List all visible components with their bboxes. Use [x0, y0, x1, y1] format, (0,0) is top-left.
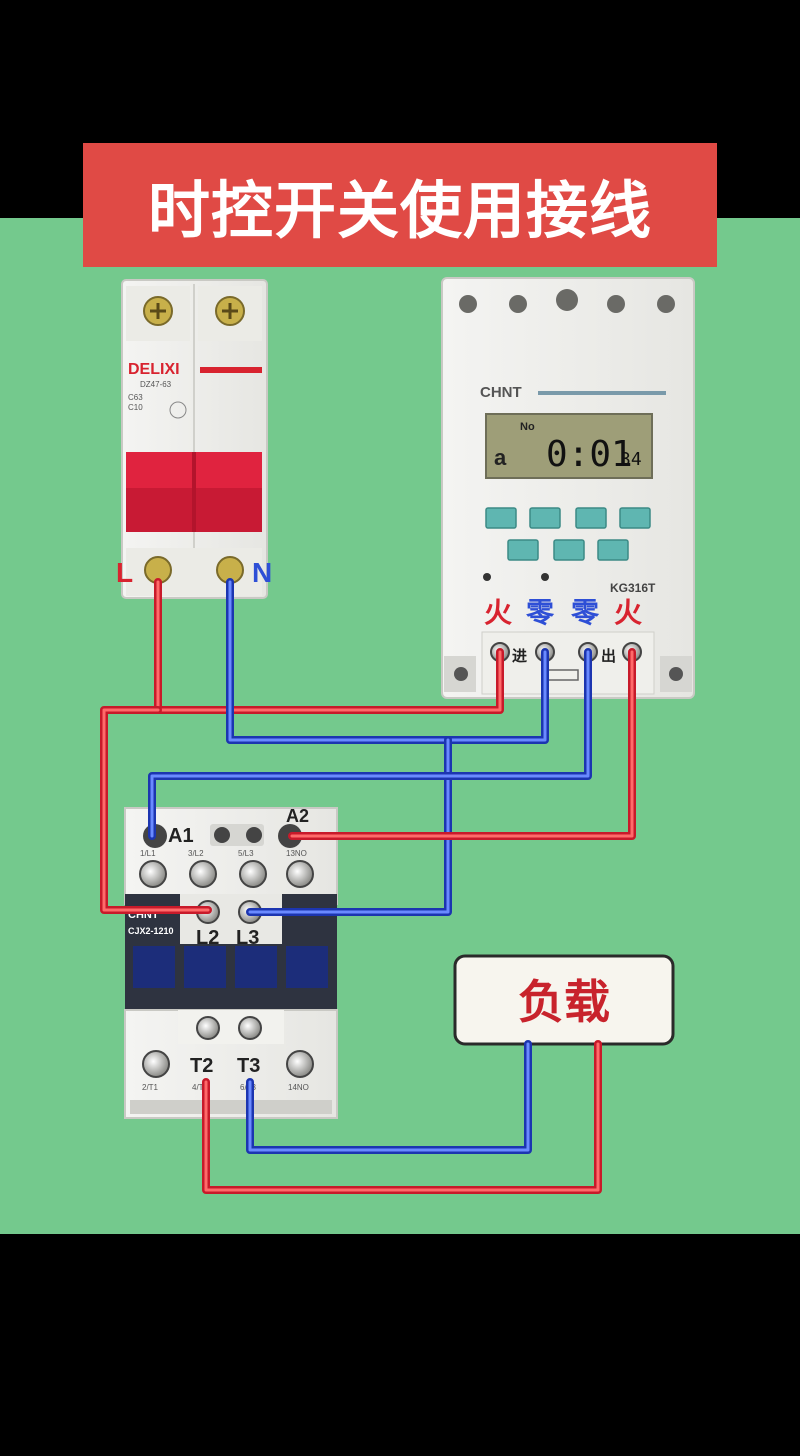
live-wire-input — [100, 578, 504, 914]
terminal-screw-icon — [286, 1050, 314, 1078]
load-label: 负载 — [518, 975, 610, 1029]
ac-contactor: A1 A2 1/L1 3/L2 5/L3 13NO CHNT CJX2-1210… — [124, 806, 338, 1119]
contactor-l2-label: L2 — [196, 927, 219, 949]
breaker-l-label: L — [116, 557, 133, 588]
timer-brand: CHNT — [480, 384, 522, 401]
lcd-time: 0:01 — [546, 434, 633, 475]
lcd-seconds: 34 — [620, 449, 642, 470]
contactor-bottom-label-4: 14NO — [288, 1083, 309, 1092]
breaker-model: DZ47-63 — [140, 380, 172, 389]
terminal-screw-icon — [142, 1050, 170, 1078]
time-switch: CHNT No a 0:01 34 KG316T 火 零 零 火 进 出 — [441, 277, 695, 699]
contactor-top-label-3: 5/L3 — [238, 849, 254, 858]
timer-model: KG316T — [610, 581, 656, 595]
contactor-t3-label: T3 — [237, 1055, 260, 1077]
load-box: 负载 — [453, 954, 675, 1046]
timer-button[interactable] — [485, 507, 517, 529]
timer-button[interactable] — [575, 507, 607, 529]
breaker-brand: DELIXI — [128, 361, 180, 378]
terminal-screw-icon — [238, 1016, 262, 1040]
indicator-led-icon — [541, 573, 549, 581]
timer-button[interactable] — [597, 539, 629, 561]
timer-terminal-label-3: 零 — [571, 596, 600, 629]
indicator-led-icon — [483, 573, 491, 581]
wires — [100, 578, 636, 1194]
timer-terminal-label-1: 火 — [484, 596, 512, 629]
contactor-model: CJX2-1210 — [128, 926, 174, 936]
live-wire-load — [202, 1040, 602, 1194]
neutral-wire-coil — [148, 648, 592, 840]
contactor-bottom-label-1: 2/T1 — [142, 1083, 159, 1092]
terminal-screw-icon — [239, 860, 267, 888]
timer-button[interactable] — [507, 539, 539, 561]
contactor-top-label-1: 1/L1 — [140, 849, 156, 858]
title-banner: 时控开关使用接线 — [83, 143, 717, 267]
terminal-screw-icon — [196, 1016, 220, 1040]
timer-button[interactable] — [619, 507, 651, 529]
terminal-screw-icon — [139, 860, 167, 888]
contactor-a2-label: A2 — [286, 806, 309, 826]
contactor-a1-label: A1 — [168, 825, 194, 847]
timer-out-label: 出 — [601, 647, 616, 665]
terminal-screw-icon — [189, 860, 217, 888]
breaker-n-label: N — [252, 557, 272, 588]
breaker-spec1: C63 — [128, 393, 143, 402]
contactor-l3-label: L3 — [236, 927, 259, 949]
page-title: 时控开关使用接线 — [147, 174, 652, 247]
contactor-t2-label: T2 — [190, 1055, 213, 1077]
circuit-breaker: DELIXI DZ47-63 C63 C10 L N — [116, 279, 272, 599]
contactor-top-label-2: 3/L2 — [188, 849, 204, 858]
timer-button[interactable] — [553, 539, 585, 561]
timer-button[interactable] — [529, 507, 561, 529]
timer-terminal-label-4: 火 — [614, 596, 642, 629]
contactor-bottom-label-2: 4/T2 — [192, 1083, 209, 1092]
contactor-top-label-4: 13NO — [286, 849, 307, 858]
breaker-spec2: C10 — [128, 403, 143, 412]
lcd-no: No — [520, 421, 535, 433]
neutral-wire-load — [246, 1040, 532, 1154]
lcd-display — [485, 413, 653, 479]
terminal-screw-icon — [286, 860, 314, 888]
neutral-wire-input — [226, 578, 549, 916]
timer-in-label: 进 — [512, 647, 527, 665]
timer-terminal-label-2: 零 — [526, 596, 555, 629]
lcd-left: a — [494, 445, 507, 470]
live-wire-coil — [288, 648, 636, 840]
